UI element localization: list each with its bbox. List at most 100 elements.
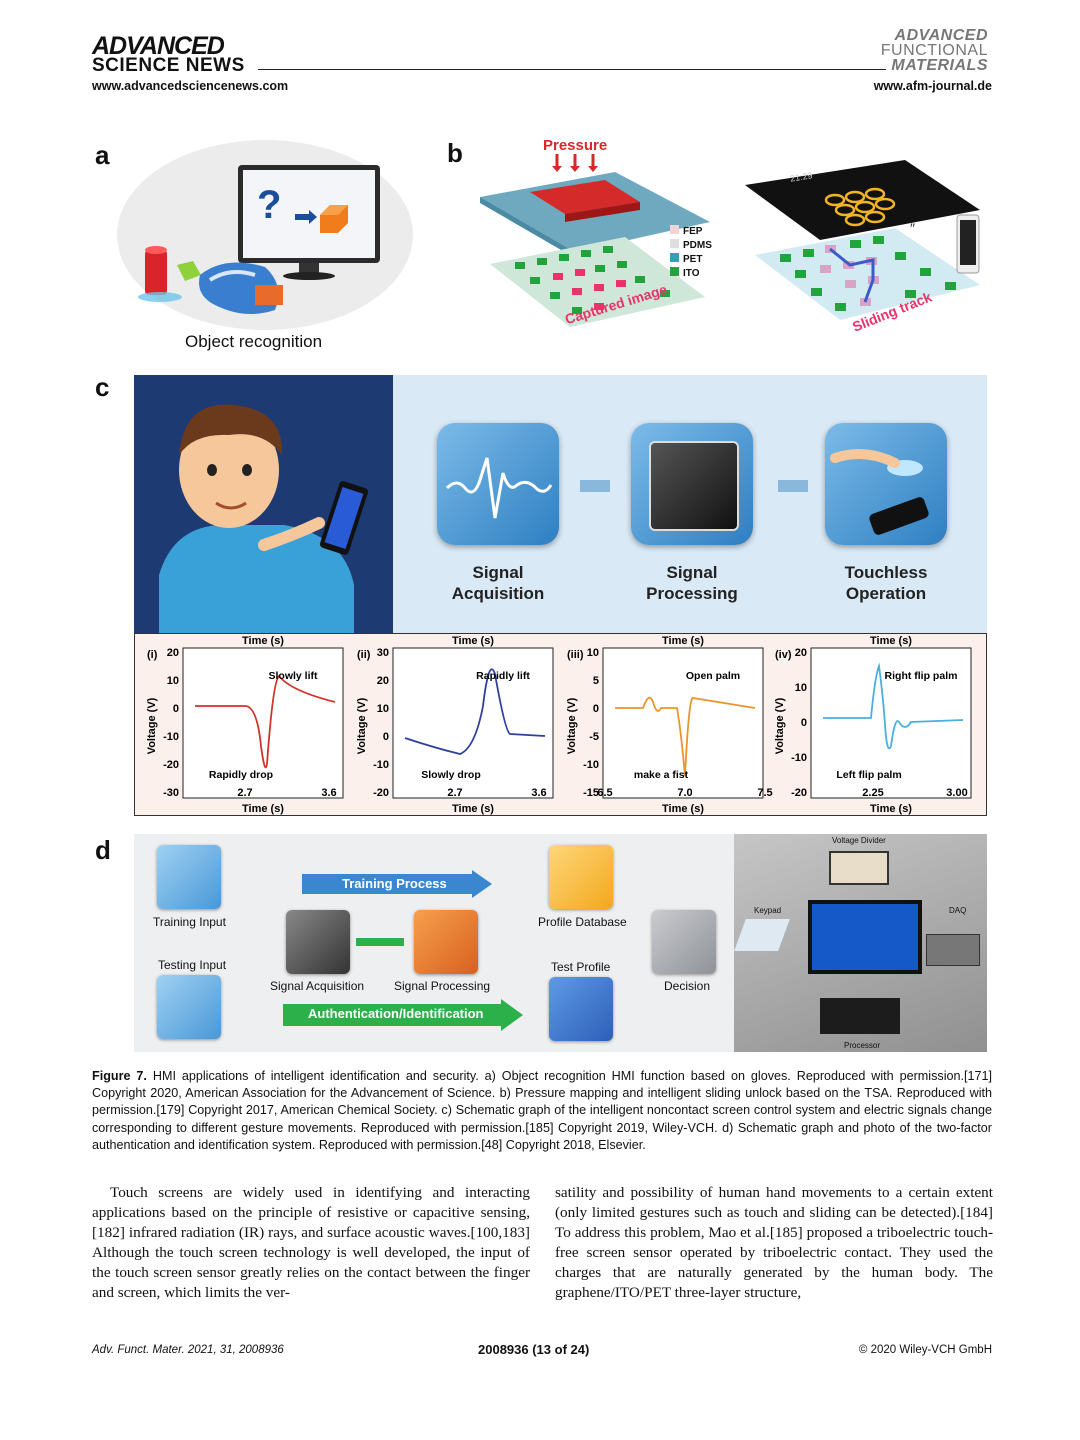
chart-annotation: Slowly lift [268, 670, 318, 682]
arrow-right-icon [580, 480, 610, 492]
body-left-column: Touch screens are widely used in identif… [92, 1184, 530, 1301]
step-signal-acquisition: Signal Acquisition [408, 562, 588, 604]
signal-processing-icon [631, 423, 753, 545]
chart-top-axis-label: Time (s) [662, 635, 704, 647]
chart-x-tick-label: 2.7 [237, 787, 252, 799]
chart-x-axis-label: Time (s) [870, 803, 912, 815]
chart-y-tick-label: 10 [795, 682, 807, 694]
signal-acquisition-icon [437, 423, 559, 545]
figure-caption-lead: Figure 7. [92, 1069, 147, 1083]
journal-logo-line3: MATERIALS [891, 57, 988, 74]
gesture-chart-svg: (i)Time (s)Time (s)Voltage (V)20100-10-2… [146, 635, 344, 815]
profile-database-label: Profile Database [538, 915, 627, 929]
chart-y-axis-label: Voltage (V) [566, 697, 578, 754]
step-line1: Touchless [844, 563, 928, 582]
chart-y-tick-label: -30 [163, 787, 179, 799]
training-input-icon [157, 845, 221, 909]
chart-y-axis-label: Voltage (V) [774, 697, 786, 754]
chart-y-tick-label: 20 [167, 647, 179, 659]
step-line1: Signal [666, 563, 718, 582]
chart-top-axis-label: Time (s) [870, 635, 912, 647]
decision-label: Decision [664, 979, 711, 993]
step-signal-processing: Signal Processing [602, 562, 782, 604]
chart-x-axis-label: Time (s) [452, 803, 494, 815]
voltage-series-line [195, 674, 336, 769]
voltage-divider-label: Voltage Divider [832, 836, 886, 845]
chart-y-tick-label: 0 [801, 717, 807, 729]
step-line2: Acquisition [451, 584, 545, 603]
publisher-url[interactable]: www.advancedsciencenews.com [92, 79, 289, 93]
touchless-operation-icon [825, 423, 947, 545]
chart-y-tick-label: 10 [167, 675, 179, 687]
question-mark-icon: ? [257, 183, 282, 227]
signal-processing-label: Signal Processing [394, 979, 491, 993]
chart-annotation: Rapidly drop [209, 769, 273, 781]
test-profile-icon [549, 977, 613, 1041]
arrow-right-icon [356, 938, 404, 946]
chart-x-tick-label: 7.0 [677, 787, 692, 799]
step-line2: Processing [646, 584, 738, 603]
gesture-chart-svg: (ii)Time (s)Time (s)Voltage (V)3020100-1… [356, 635, 554, 815]
chart-annotation: Right flip palm [885, 670, 958, 682]
wifi-icon: ″ [910, 220, 915, 236]
step-touchless-operation: Touchless Operation [796, 562, 976, 604]
signal-processing-box [414, 910, 478, 974]
chart-x-axis-label: Time (s) [242, 803, 284, 815]
chart-annotation: Rapidly lift [476, 670, 530, 682]
journal-url[interactable]: www.afm-journal.de [873, 79, 992, 93]
header-rule [258, 69, 886, 70]
chart-y-tick-label: -10 [163, 731, 179, 743]
publisher-logo-line2: SCIENCE NEWS [92, 55, 245, 76]
chart-annotation: make a fist [634, 769, 689, 781]
figure-caption-text: HMI applications of intelligent identifi… [92, 1069, 993, 1152]
authentication-arrow: Authentication/Identification [283, 999, 523, 1031]
page-number: 2008936 (13 of 24) [478, 1342, 590, 1357]
pressure-sensor-array [475, 152, 715, 347]
testing-input-label: Testing Input [158, 958, 227, 972]
profile-database-icon [549, 845, 613, 909]
training-process-label: Training Process [342, 876, 447, 891]
voltage-divider-board [829, 851, 889, 885]
chart-roman-label: (i) [147, 649, 158, 661]
training-input-label: Training Input [153, 915, 226, 929]
journal-logo-line2: FUNCTIONAL [880, 42, 988, 59]
authentication-label: Authentication/Identification [308, 1006, 484, 1021]
processor-box [820, 998, 900, 1034]
layer-legend-item: FEP [670, 225, 712, 239]
chart-y-tick-label: 5 [593, 675, 599, 687]
chart-x-tick-label: 7.5 [757, 787, 772, 799]
test-profile-label: Test Profile [551, 960, 611, 974]
chart-x-tick-label: 2.25 [862, 787, 883, 799]
decision-lock-icon [652, 910, 716, 974]
chart-plot-area [810, 647, 972, 799]
chart-plot-area [392, 647, 554, 799]
panel-d-letter: d [95, 835, 111, 865]
layer-legend-item: ITO [670, 267, 712, 281]
voltage-series-line [615, 696, 756, 777]
gesture-chart-svg: (iv) Time (s) Time (s) Voltage (V) 20 10 0 -10 -… [774, 635, 972, 815]
monitor-stand [846, 970, 884, 974]
chart-y-tick-label: 0 [383, 731, 389, 743]
layer-ito: ITO [683, 268, 700, 279]
authentication-system-photo: Voltage Divider Keypad DAQ Processor [734, 834, 987, 1052]
chart-y-tick-label: -10 [791, 752, 807, 764]
keypad [734, 919, 790, 951]
chart-roman-label: (iv) [775, 649, 792, 661]
step-line1: Signal [472, 563, 524, 582]
chart-y-tick-label: 20 [795, 647, 807, 659]
chart-annotation: Slowly drop [421, 769, 481, 781]
chart-y-tick-label: -20 [791, 787, 807, 799]
gesture-chart: (iv) Time (s) Time (s) Voltage (V) 20 10 0 -10 -… [773, 635, 978, 815]
layer-legend-item: PET [670, 253, 712, 267]
chart-y-tick-label: -20 [373, 787, 389, 799]
chart-y-tick-label: -10 [373, 759, 389, 771]
chart-y-tick-label: 10 [587, 647, 599, 659]
panel-a-caption: Object recognition [185, 332, 323, 351]
chart-y-tick-label: -20 [163, 759, 179, 771]
chart-x-tick-label: 2.7 [447, 787, 462, 799]
publisher-logo-line1: ADVANCED [92, 32, 225, 60]
chart-annotation: Open palm [686, 670, 740, 682]
